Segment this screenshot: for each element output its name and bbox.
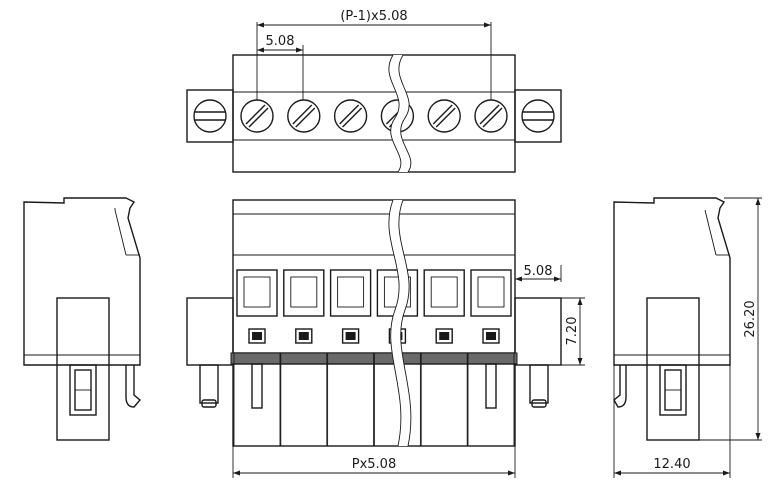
- contact-pin: [251, 363, 263, 409]
- left-side-view: [23, 197, 141, 441]
- dim-pitch-front: 5.08: [524, 264, 553, 279]
- terminal-opening: [420, 269, 468, 446]
- flange-screw-left: [193, 99, 227, 133]
- dim-height-7-20: 7.20: [565, 317, 580, 346]
- dim-height-26-20: 26.20: [743, 300, 758, 337]
- terminal-opening: [233, 269, 281, 446]
- terminal-screw: [474, 99, 508, 133]
- terminal-screw: [333, 99, 368, 133]
- dim-pitch-span: (P-1)x5.08: [340, 9, 407, 24]
- contact-pin: [485, 363, 497, 409]
- top-view: (P-1)x5.08 5.08: [186, 9, 562, 173]
- terminal-opening: [327, 269, 375, 446]
- front-view: 5.08 7.20 Px5.08: [186, 199, 585, 478]
- terminal-opening: [467, 269, 515, 446]
- terminal-opening: [280, 269, 328, 446]
- terminal-screw: [287, 99, 321, 133]
- flange-screw-right: [521, 99, 555, 133]
- dim-pitch-top: 5.08: [266, 34, 295, 49]
- terminal-screw: [427, 99, 461, 133]
- terminal-screw: [240, 99, 274, 133]
- dim-width-12-40: 12.40: [653, 457, 690, 472]
- dim-total-length: Px5.08: [352, 457, 396, 472]
- right-side-view: 26.20 12.40: [613, 197, 762, 478]
- terminal-screws: [240, 99, 508, 133]
